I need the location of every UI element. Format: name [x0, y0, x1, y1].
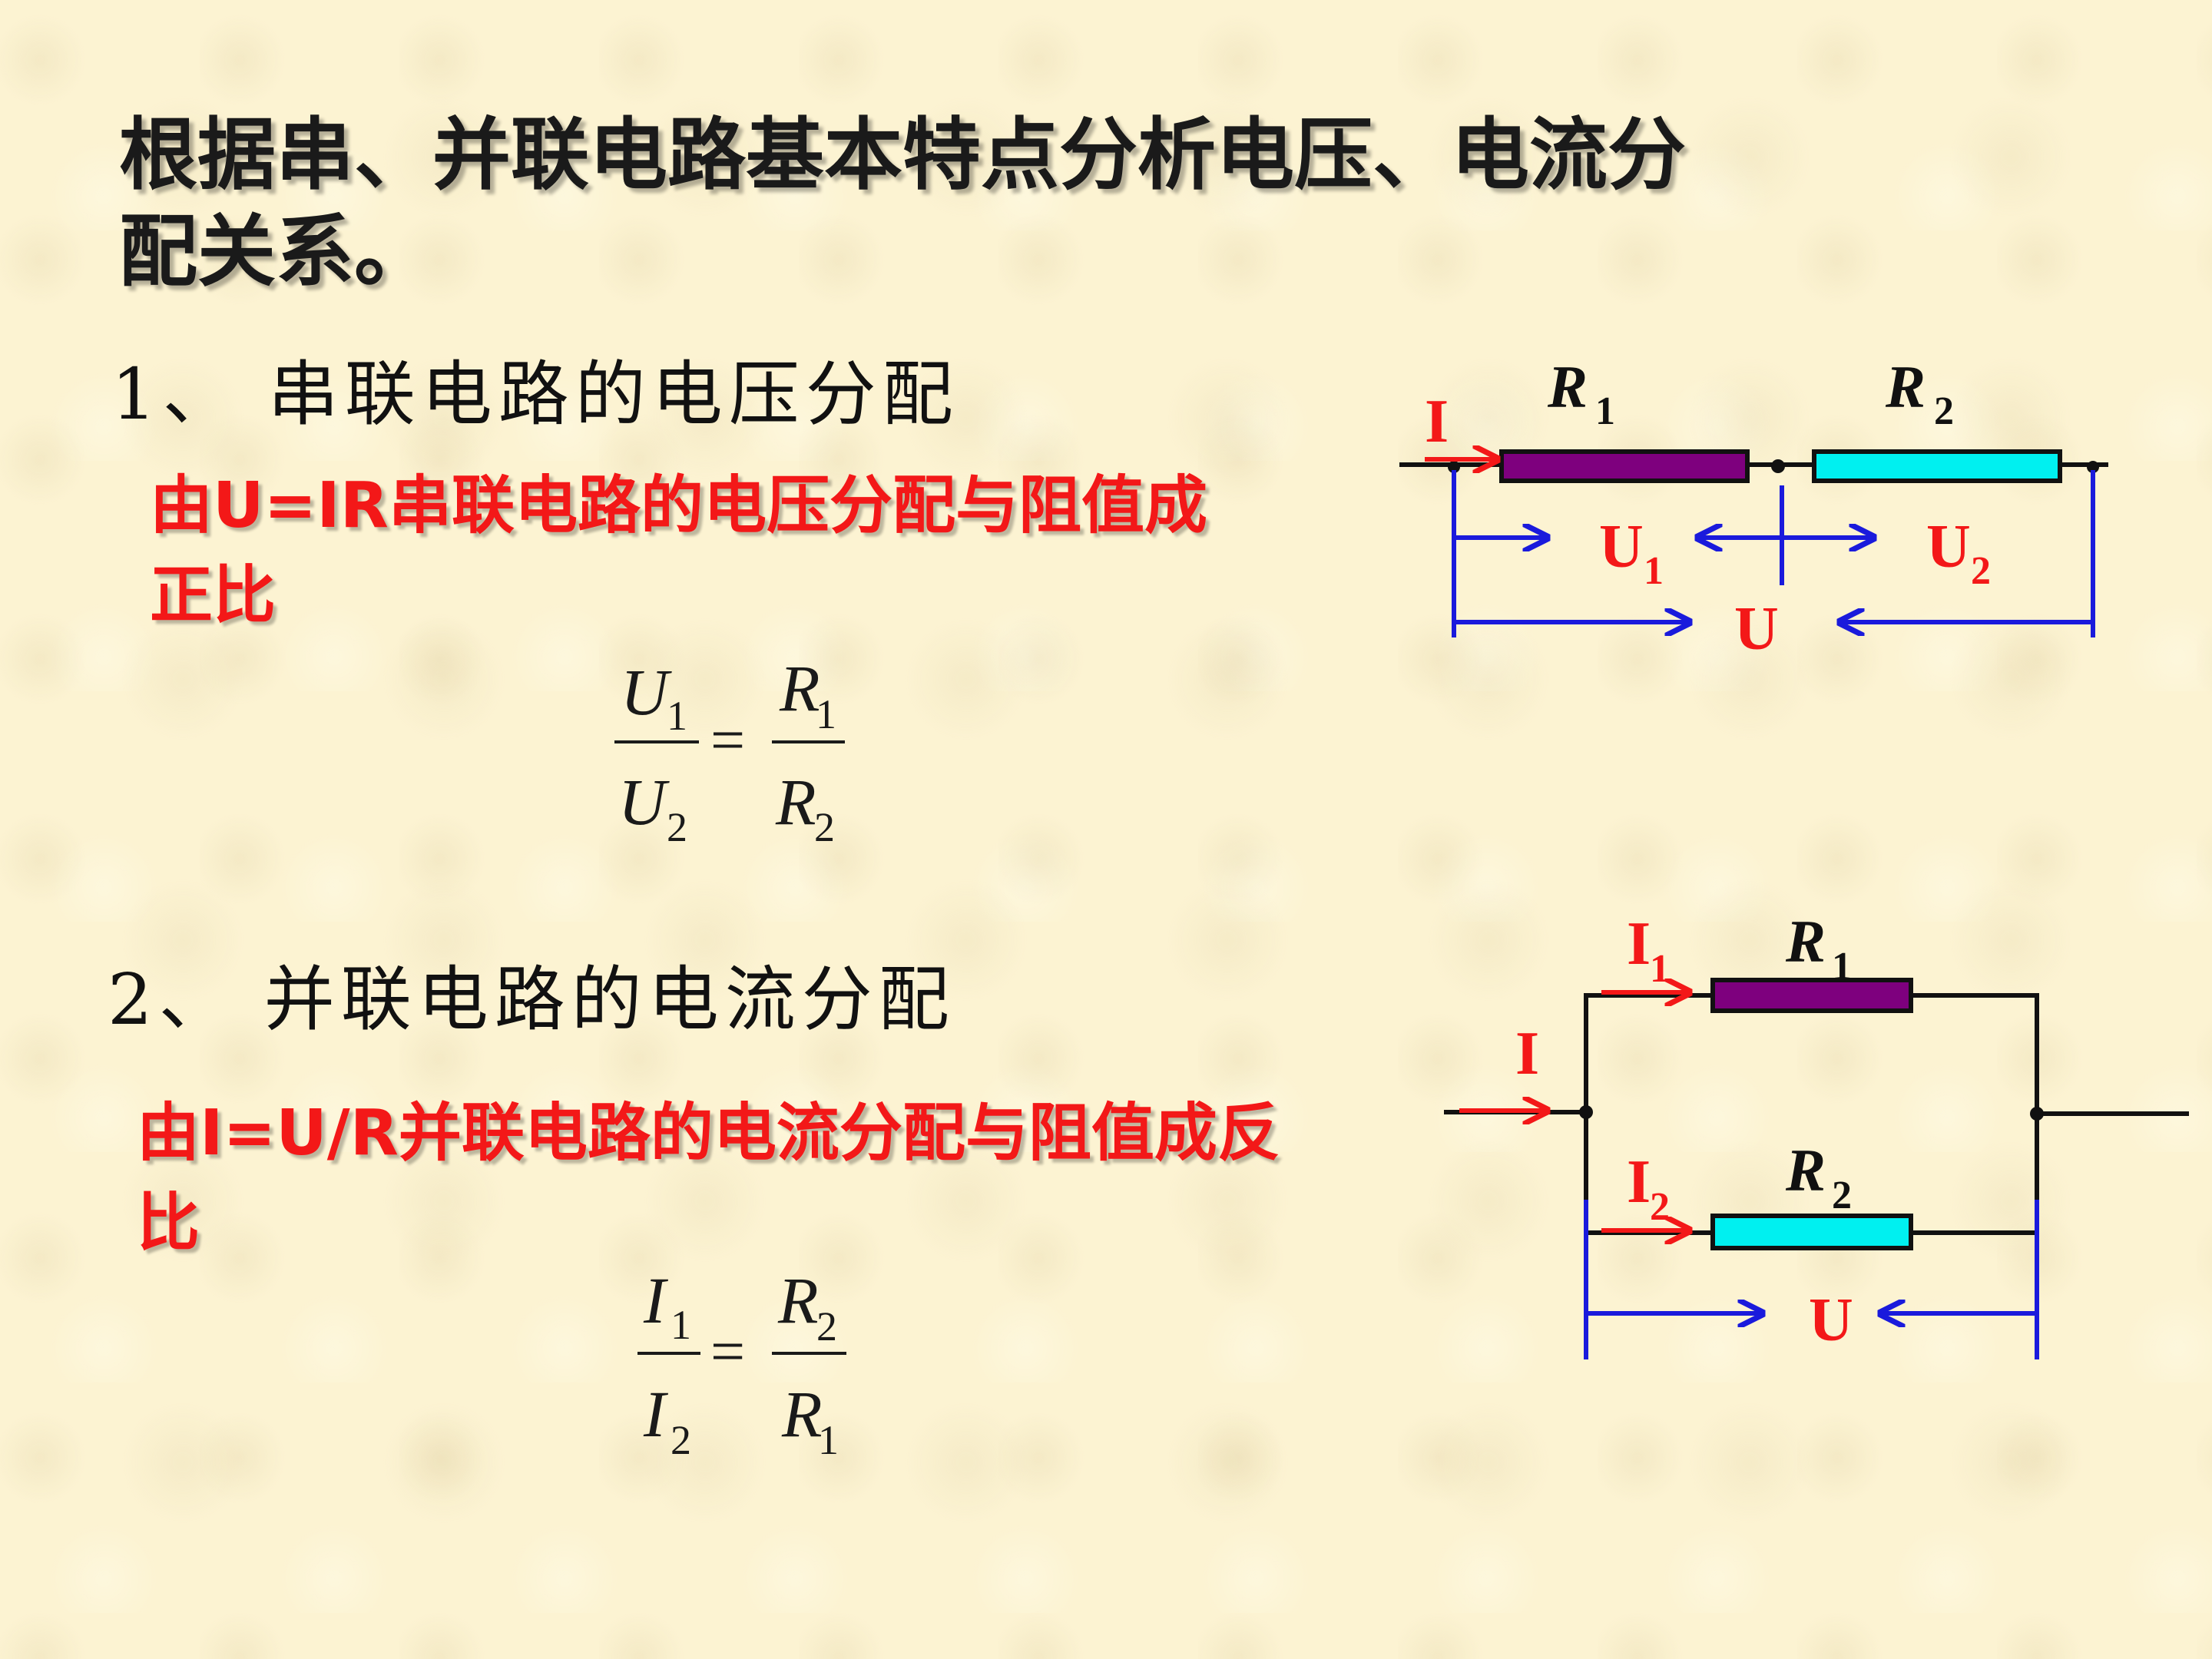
formula2-num-left: I — [643, 1263, 668, 1337]
parallel-r2-label: R — [1785, 1137, 1826, 1204]
formula2-den-right-sub: 1 — [818, 1417, 839, 1463]
parallel-r1-label: R — [1785, 908, 1826, 975]
formula2-den-right: R — [781, 1377, 823, 1451]
parallel-resistor-r2 — [1710, 1214, 1913, 1250]
series-u2-label: U — [1926, 513, 1971, 581]
series-u1-label: U — [1599, 513, 1644, 581]
formula2-den-left: I — [643, 1377, 668, 1451]
parallel-note-line1: 由I=U/R并联电路的电流分配与阻值成反 — [137, 1097, 1280, 1170]
page-title-line1: 根据串、并联电路基本特点分析电压、电流分 — [119, 110, 1686, 201]
series-u1-sub: 1 — [1644, 549, 1664, 593]
parallel-current-label: I — [1515, 1020, 1539, 1088]
formula1-den-left: U — [618, 765, 670, 839]
parallel-i1-sub: 1 — [1650, 947, 1670, 991]
formula1-den-right: R — [775, 765, 816, 839]
formula1-den-right-sub: 2 — [814, 804, 835, 850]
formula1-num-right-sub: 1 — [816, 691, 836, 737]
series-r2-sub: 2 — [1934, 389, 1954, 433]
series-note-line2: 正比 — [150, 559, 276, 632]
series-circuit: I R 1 R 2 U 1 U 2 U — [1399, 353, 2108, 663]
parallel-node-right — [2030, 1107, 2044, 1121]
formula2-num-left-sub: 1 — [671, 1302, 691, 1348]
parallel-heading: 2、 并联电路的电流分配 — [108, 959, 955, 1041]
parallel-note-line2: 比 — [137, 1187, 200, 1260]
parallel-resistor-r1 — [1710, 978, 1913, 1013]
series-node-left — [1448, 461, 1460, 473]
formula1-den-left-sub: 2 — [667, 804, 687, 850]
formula1-num-left-sub: 1 — [667, 693, 687, 739]
formula2-num-right-sub: 2 — [816, 1303, 837, 1349]
parallel-formula: I 1 I 2 = R 2 R 1 — [637, 1263, 846, 1463]
series-u-label: U — [1734, 595, 1779, 663]
formula2-den-left-sub: 2 — [671, 1417, 691, 1463]
parallel-i2-label: I — [1627, 1148, 1651, 1216]
parallel-r2-sub: 2 — [1832, 1174, 1852, 1217]
formula2-num-right: R — [777, 1263, 819, 1337]
series-r2-label: R — [1885, 353, 1926, 420]
series-heading: 1、 串联电路的电压分配 — [111, 353, 959, 435]
parallel-circuit: I I 1 I 2 R 1 R 2 U — [1444, 908, 2189, 1359]
parallel-i1-label: I — [1627, 910, 1651, 978]
series-node-right — [2087, 461, 2099, 473]
formula1-num-right: R — [779, 651, 820, 725]
series-r1-label: R — [1547, 353, 1588, 420]
series-node-middle — [1771, 459, 1785, 473]
formula2-equals: = — [710, 1318, 745, 1386]
formula1-num-left: U — [621, 655, 672, 729]
series-resistor-r2 — [1812, 449, 2062, 483]
parallel-r1-sub: 1 — [1832, 945, 1852, 988]
series-r1-sub: 1 — [1595, 389, 1615, 433]
page-title-line2: 配关系。 — [119, 207, 432, 298]
parallel-i2-sub: 2 — [1650, 1185, 1670, 1229]
series-note-line1: 由U=IR串联电路的电压分配与阻值成 — [150, 469, 1207, 542]
parallel-node-left — [1579, 1105, 1593, 1119]
series-resistor-r1 — [1499, 449, 1750, 483]
parallel-u-label: U — [1809, 1286, 1853, 1354]
series-u2-sub: 2 — [1971, 549, 1991, 593]
formula1-equals: = — [710, 707, 745, 774]
series-formula: U 1 U 2 = R 1 R 2 — [614, 651, 845, 850]
series-current-label: I — [1425, 388, 1449, 455]
